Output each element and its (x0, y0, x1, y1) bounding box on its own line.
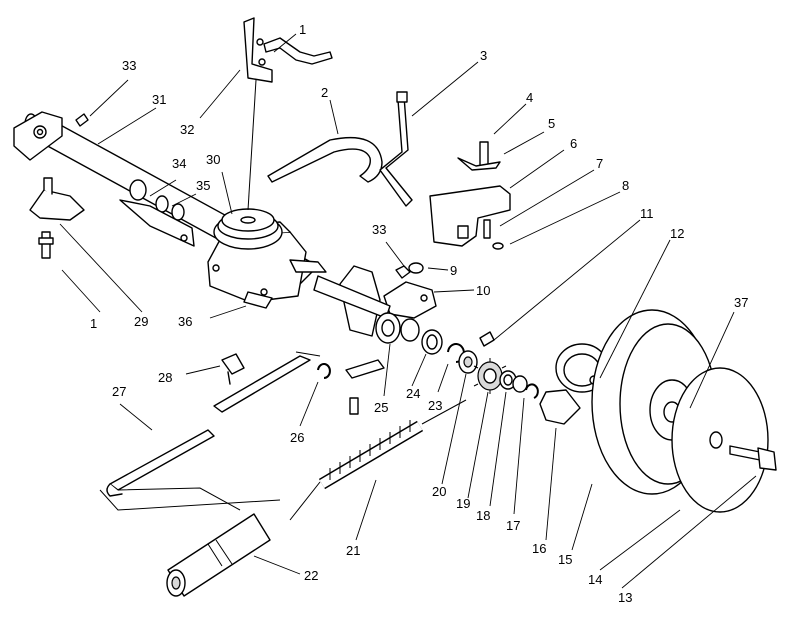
callout-c18: 18 (476, 508, 490, 523)
part-lower-left-bracket (29, 177, 85, 259)
callout-c33b: 33 (372, 222, 386, 237)
callout-c6: 6 (570, 136, 577, 151)
callout-c17: 17 (506, 518, 520, 533)
callout-c3: 3 (480, 48, 487, 63)
part-left-end-bracket (13, 111, 89, 161)
callout-c16: 16 (532, 541, 546, 556)
part-hubcap (671, 367, 769, 513)
callout-c28: 28 (158, 370, 172, 385)
part-bushings (375, 312, 443, 355)
part-nuts (395, 262, 424, 279)
callout-c30: 30 (206, 152, 220, 167)
callout-c14: 14 (588, 572, 602, 587)
part-cable-clip (221, 353, 245, 385)
callout-c1a: 1 (299, 22, 306, 37)
callout-c27: 27 (112, 384, 126, 399)
callout-c33a: 33 (122, 58, 136, 73)
part-shift-bracket (429, 141, 511, 250)
leader-lines (59, 33, 757, 589)
part-key (479, 331, 495, 347)
callout-c11: 11 (640, 206, 654, 221)
callout-c13: 13 (618, 590, 632, 605)
callout-c23: 23 (428, 398, 442, 413)
callout-c2: 2 (321, 85, 328, 100)
part-drive-belt (267, 136, 383, 183)
callout-c10: 10 (476, 283, 490, 298)
callout-labels: 1 1 2 3 4 5 6 7 8 9 10 11 12 13 14 15 16… (90, 22, 748, 605)
part-pinion-gear (473, 358, 507, 394)
callout-c22: 22 (304, 568, 318, 583)
callout-c26: 26 (290, 430, 304, 445)
part-transmission-gearbox (207, 208, 327, 309)
part-control-bracket (243, 17, 333, 211)
callout-c12: 12 (670, 226, 684, 241)
callout-c34: 34 (172, 156, 186, 171)
callout-c32: 32 (180, 122, 194, 137)
callout-c8: 8 (622, 178, 629, 193)
part-clip-ring (317, 363, 331, 379)
callout-c15: 15 (558, 552, 572, 567)
part-lower-bracket (345, 359, 385, 415)
callout-c24: 24 (406, 386, 420, 401)
part-wheel-bolt (729, 445, 777, 471)
callout-c19: 19 (456, 496, 470, 511)
callout-c20: 20 (432, 484, 446, 499)
callout-c36: 36 (178, 314, 192, 329)
callout-c29: 29 (134, 314, 148, 329)
callout-c1b: 1 (90, 316, 97, 331)
part-axle-spacers (119, 179, 195, 247)
callout-c5: 5 (548, 116, 555, 131)
part-axle-housing (313, 265, 437, 337)
callout-c4: 4 (526, 90, 533, 105)
callout-c35: 35 (196, 178, 210, 193)
part-coil-spring (289, 399, 467, 521)
callout-c7: 7 (596, 156, 603, 171)
callout-c9: 9 (450, 263, 457, 278)
part-gear-bushing (458, 350, 478, 374)
callout-c31: 31 (152, 92, 166, 107)
callout-c25: 25 (374, 400, 388, 415)
callout-c21: 21 (346, 543, 360, 558)
part-shift-rod (379, 91, 413, 207)
callout-c37: 37 (734, 295, 748, 310)
part-washers (499, 370, 539, 399)
part-cable-rod (106, 351, 321, 497)
part-handle-grip (99, 487, 281, 597)
